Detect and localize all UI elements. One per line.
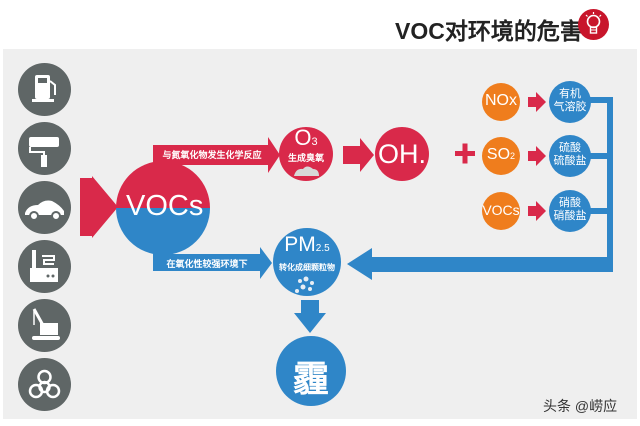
product-circle-3 — [549, 190, 591, 232]
header: VOC对环境的危害 — [0, 0, 640, 49]
top-branch-arrow — [153, 137, 280, 173]
product-sulfate: 硫酸硫酸盐 — [553, 142, 587, 167]
o3-label: O3 — [294, 125, 318, 150]
reactant-vocs: VOCs — [482, 202, 520, 218]
factory-icon — [18, 240, 71, 293]
pm25-label: PM2.5 — [284, 233, 330, 256]
reactant-so2: SO2 — [486, 146, 516, 163]
down-arrow — [294, 300, 326, 333]
haze-label: 霾 — [292, 358, 329, 399]
product-nitrate: 硝酸硝酸盐 — [553, 197, 587, 222]
page-title: VOC对环境的危害 — [395, 18, 583, 44]
o3-desc: 生成臭氧 — [287, 153, 324, 163]
oh-label: OH. — [377, 139, 426, 169]
bottom-branch-arrow — [153, 247, 272, 279]
product-circle-2 — [549, 135, 591, 177]
o3-to-oh-arrow — [343, 138, 374, 172]
oh-circle — [375, 127, 429, 181]
o3-circle — [279, 127, 333, 181]
product-organic-aerosol: 有机气溶胶 — [553, 88, 587, 113]
biohazard-icon — [18, 358, 71, 411]
product-circle-1 — [549, 81, 591, 123]
cloud-icon — [294, 166, 319, 176]
vocs-circle-bottom — [116, 208, 210, 255]
reactant-circle-so2 — [482, 137, 520, 175]
pm25-desc: 转化成细颗粒物 — [279, 263, 335, 272]
return-arrow — [347, 248, 613, 280]
haze-circle — [276, 336, 346, 406]
crane-icon — [18, 299, 71, 352]
particles-icon — [295, 276, 314, 293]
reactant-circle-nox — [482, 83, 520, 121]
fuel-pump-icon — [18, 63, 71, 116]
pm25-circle — [273, 228, 341, 296]
reactant-circle-vocs — [482, 192, 520, 230]
input-arrow — [80, 176, 118, 238]
bottom-branch-label: 在氧化性较强环境下 — [166, 259, 248, 269]
top-branch-label: 与氮氧化物发生化学反应 — [162, 150, 262, 160]
credit-watermark: 头条 @崂应 — [543, 398, 618, 414]
vocs-circle-top — [116, 161, 210, 208]
paint-roller-icon — [18, 122, 71, 175]
car-icon — [18, 181, 71, 234]
lightbulb-icon — [578, 9, 609, 40]
reactant-nox: NOx — [485, 92, 517, 109]
vocs-label: VOCs — [126, 190, 204, 222]
